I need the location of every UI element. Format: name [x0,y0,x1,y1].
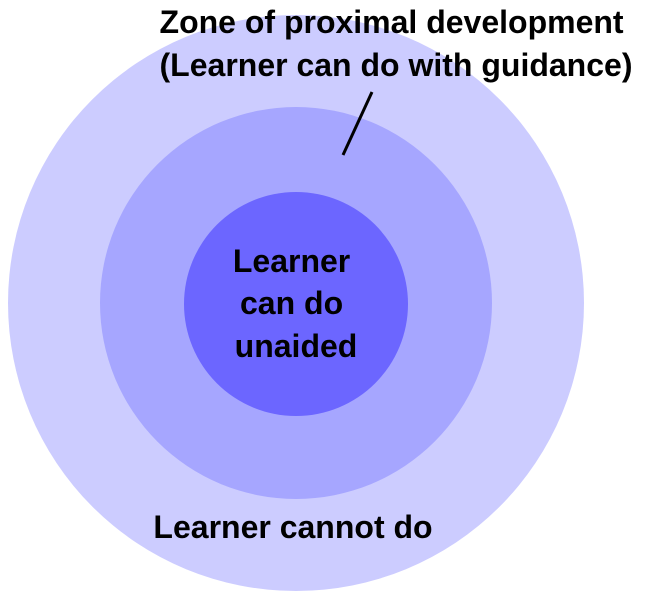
zpd-label-line1: Zone of proximal development [160,4,624,40]
zpd-label: Zone of proximal development (Learner ca… [160,4,633,83]
inner-circle-unaided [184,192,408,416]
zpd-label-line2: (Learner can do with guidance) [160,47,633,83]
unaided-label-line1: Learner [233,243,350,279]
unaided-label-line3: unaided [235,328,358,364]
unaided-label: Learner can do unaided [233,243,359,364]
unaided-label-line2: can do [240,285,343,321]
cannot-do-label: Learner cannot do [153,509,432,545]
zpd-pointer-line [341,91,374,156]
